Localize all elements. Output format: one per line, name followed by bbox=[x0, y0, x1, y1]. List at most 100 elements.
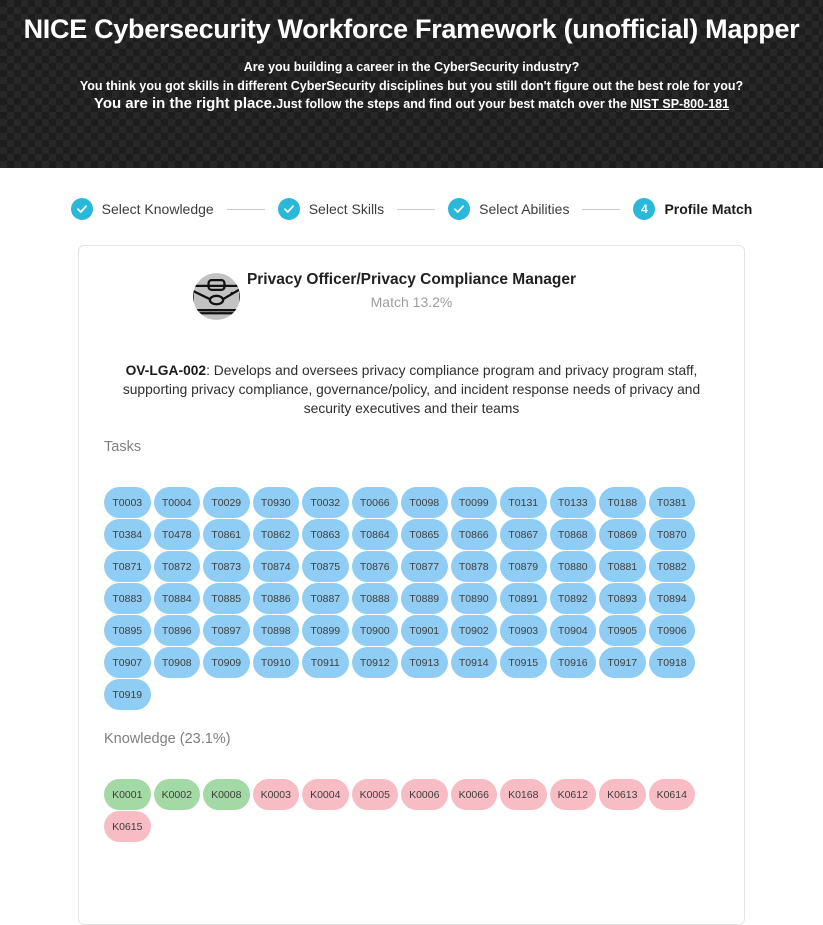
task-chip[interactable]: T0915 bbox=[500, 647, 547, 678]
role-title: Privacy Officer/Privacy Compliance Manag… bbox=[246, 271, 577, 288]
task-chip[interactable]: T0864 bbox=[351, 519, 398, 550]
task-chip[interactable]: T0916 bbox=[549, 647, 596, 678]
task-chip[interactable]: T0870 bbox=[648, 519, 695, 550]
main-content: Privacy Officer/Privacy Compliance Manag… bbox=[0, 245, 823, 925]
check-icon bbox=[70, 198, 93, 220]
knowledge-chip[interactable]: K0612 bbox=[549, 779, 596, 810]
task-chip[interactable]: T0866 bbox=[450, 519, 497, 550]
task-chip[interactable]: T0895 bbox=[104, 615, 151, 646]
knowledge-chip[interactable]: K0615 bbox=[104, 811, 151, 842]
task-chip[interactable]: T0894 bbox=[648, 583, 695, 614]
knowledge-chip[interactable]: K0006 bbox=[401, 779, 448, 810]
header-subtitle-line3: You are in the right place.Just follow t… bbox=[0, 95, 823, 114]
task-chip[interactable]: T0004 bbox=[153, 487, 200, 518]
task-chip[interactable]: T0868 bbox=[549, 519, 596, 550]
task-chip[interactable]: T0478 bbox=[153, 519, 200, 550]
task-chip[interactable]: T0880 bbox=[549, 551, 596, 582]
task-chip[interactable]: T0889 bbox=[401, 583, 448, 614]
task-chip[interactable]: T0066 bbox=[351, 487, 398, 518]
task-chip[interactable]: T0188 bbox=[599, 487, 646, 518]
task-chip[interactable]: T0872 bbox=[153, 551, 200, 582]
task-chip[interactable]: T0098 bbox=[401, 487, 448, 518]
task-chip[interactable]: T0888 bbox=[351, 583, 398, 614]
knowledge-chip[interactable]: K0614 bbox=[648, 779, 695, 810]
knowledge-chip[interactable]: K0001 bbox=[104, 779, 151, 810]
task-chip[interactable]: T0887 bbox=[302, 583, 349, 614]
task-chip[interactable]: T0877 bbox=[401, 551, 448, 582]
task-chip[interactable]: T0881 bbox=[599, 551, 646, 582]
nist-sp-800-181-link[interactable]: NIST SP-800-181 bbox=[630, 97, 730, 111]
task-chip[interactable]: T0899 bbox=[302, 615, 349, 646]
task-chip[interactable]: T0910 bbox=[252, 647, 299, 678]
task-chip[interactable]: T0918 bbox=[648, 647, 695, 678]
header-subtitle-line1: Are you building a career in the CyberSe… bbox=[243, 60, 580, 74]
task-chip[interactable]: T0919 bbox=[104, 679, 151, 710]
step-select-abilities[interactable]: Select Abilities bbox=[448, 198, 569, 220]
task-chip[interactable]: T0902 bbox=[450, 615, 497, 646]
task-chip[interactable]: T0879 bbox=[500, 551, 547, 582]
task-chip[interactable]: T0882 bbox=[648, 551, 695, 582]
task-chip[interactable]: T0384 bbox=[104, 519, 151, 550]
task-chip[interactable]: T0901 bbox=[401, 615, 448, 646]
task-chip[interactable]: T0892 bbox=[549, 583, 596, 614]
task-chip[interactable]: T0883 bbox=[104, 583, 151, 614]
task-chip[interactable]: T0890 bbox=[450, 583, 497, 614]
task-chip[interactable]: T0867 bbox=[500, 519, 547, 550]
knowledge-chip[interactable]: K0168 bbox=[500, 779, 547, 810]
task-chip[interactable]: T0897 bbox=[203, 615, 250, 646]
task-chip[interactable]: T0884 bbox=[153, 583, 200, 614]
step-profile-match[interactable]: 4 Profile Match bbox=[633, 198, 752, 220]
task-chip[interactable]: T0871 bbox=[104, 551, 151, 582]
task-chip[interactable]: T0885 bbox=[203, 583, 250, 614]
task-chip[interactable]: T0863 bbox=[302, 519, 349, 550]
task-chip[interactable]: T0878 bbox=[450, 551, 497, 582]
knowledge-chip[interactable]: K0003 bbox=[252, 779, 299, 810]
task-chip[interactable]: T0381 bbox=[648, 487, 695, 518]
task-chip[interactable]: T0900 bbox=[351, 615, 398, 646]
task-chip[interactable]: T0869 bbox=[599, 519, 646, 550]
knowledge-chip[interactable]: K0613 bbox=[599, 779, 646, 810]
task-chip[interactable]: T0903 bbox=[500, 615, 547, 646]
task-chip[interactable]: T0904 bbox=[549, 615, 596, 646]
task-chip[interactable]: T0917 bbox=[599, 647, 646, 678]
task-chip[interactable]: T0908 bbox=[153, 647, 200, 678]
step-select-knowledge[interactable]: Select Knowledge bbox=[70, 198, 214, 220]
task-chip[interactable]: T0886 bbox=[252, 583, 299, 614]
task-chip[interactable]: T0875 bbox=[302, 551, 349, 582]
task-chip[interactable]: T0865 bbox=[401, 519, 448, 550]
task-chip[interactable]: T0029 bbox=[203, 487, 250, 518]
role-description: OV-LGA-002: Develops and oversees privac… bbox=[104, 361, 719, 418]
task-chip[interactable]: T0876 bbox=[351, 551, 398, 582]
task-chip[interactable]: T0913 bbox=[401, 647, 448, 678]
task-chip[interactable]: T0891 bbox=[500, 583, 547, 614]
task-chip[interactable]: T0862 bbox=[252, 519, 299, 550]
knowledge-chip[interactable]: K0066 bbox=[450, 779, 497, 810]
knowledge-chip[interactable]: K0002 bbox=[153, 779, 200, 810]
knowledge-chip[interactable]: K0008 bbox=[203, 779, 250, 810]
knowledge-chip[interactable]: K0004 bbox=[302, 779, 349, 810]
task-chip[interactable]: T0133 bbox=[549, 487, 596, 518]
knowledge-chip[interactable]: K0005 bbox=[351, 779, 398, 810]
task-chip[interactable]: T0909 bbox=[203, 647, 250, 678]
task-chip[interactable]: T0861 bbox=[203, 519, 250, 550]
task-chip[interactable]: T0906 bbox=[648, 615, 695, 646]
task-chip[interactable]: T0912 bbox=[351, 647, 398, 678]
task-chip[interactable]: T0896 bbox=[153, 615, 200, 646]
task-chip[interactable]: T0898 bbox=[252, 615, 299, 646]
task-chip[interactable]: T0874 bbox=[252, 551, 299, 582]
task-chip[interactable]: T0003 bbox=[104, 487, 151, 518]
task-chip[interactable]: T0911 bbox=[302, 647, 349, 678]
task-chip[interactable]: T0873 bbox=[203, 551, 250, 582]
step-select-skills[interactable]: Select Skills bbox=[277, 198, 384, 220]
task-chip[interactable]: T0893 bbox=[599, 583, 646, 614]
task-chip[interactable]: T0930 bbox=[252, 487, 299, 518]
task-chip[interactable]: T0032 bbox=[302, 487, 349, 518]
step-label-select-knowledge: Select Knowledge bbox=[101, 201, 214, 217]
task-chip[interactable]: T0905 bbox=[599, 615, 646, 646]
step-label-profile-match: Profile Match bbox=[664, 201, 753, 217]
task-chip[interactable]: T0914 bbox=[450, 647, 497, 678]
step-number-badge: 4 bbox=[633, 198, 656, 220]
task-chip[interactable]: T0907 bbox=[104, 647, 151, 678]
task-chip[interactable]: T0131 bbox=[500, 487, 547, 518]
task-chip[interactable]: T0099 bbox=[450, 487, 497, 518]
